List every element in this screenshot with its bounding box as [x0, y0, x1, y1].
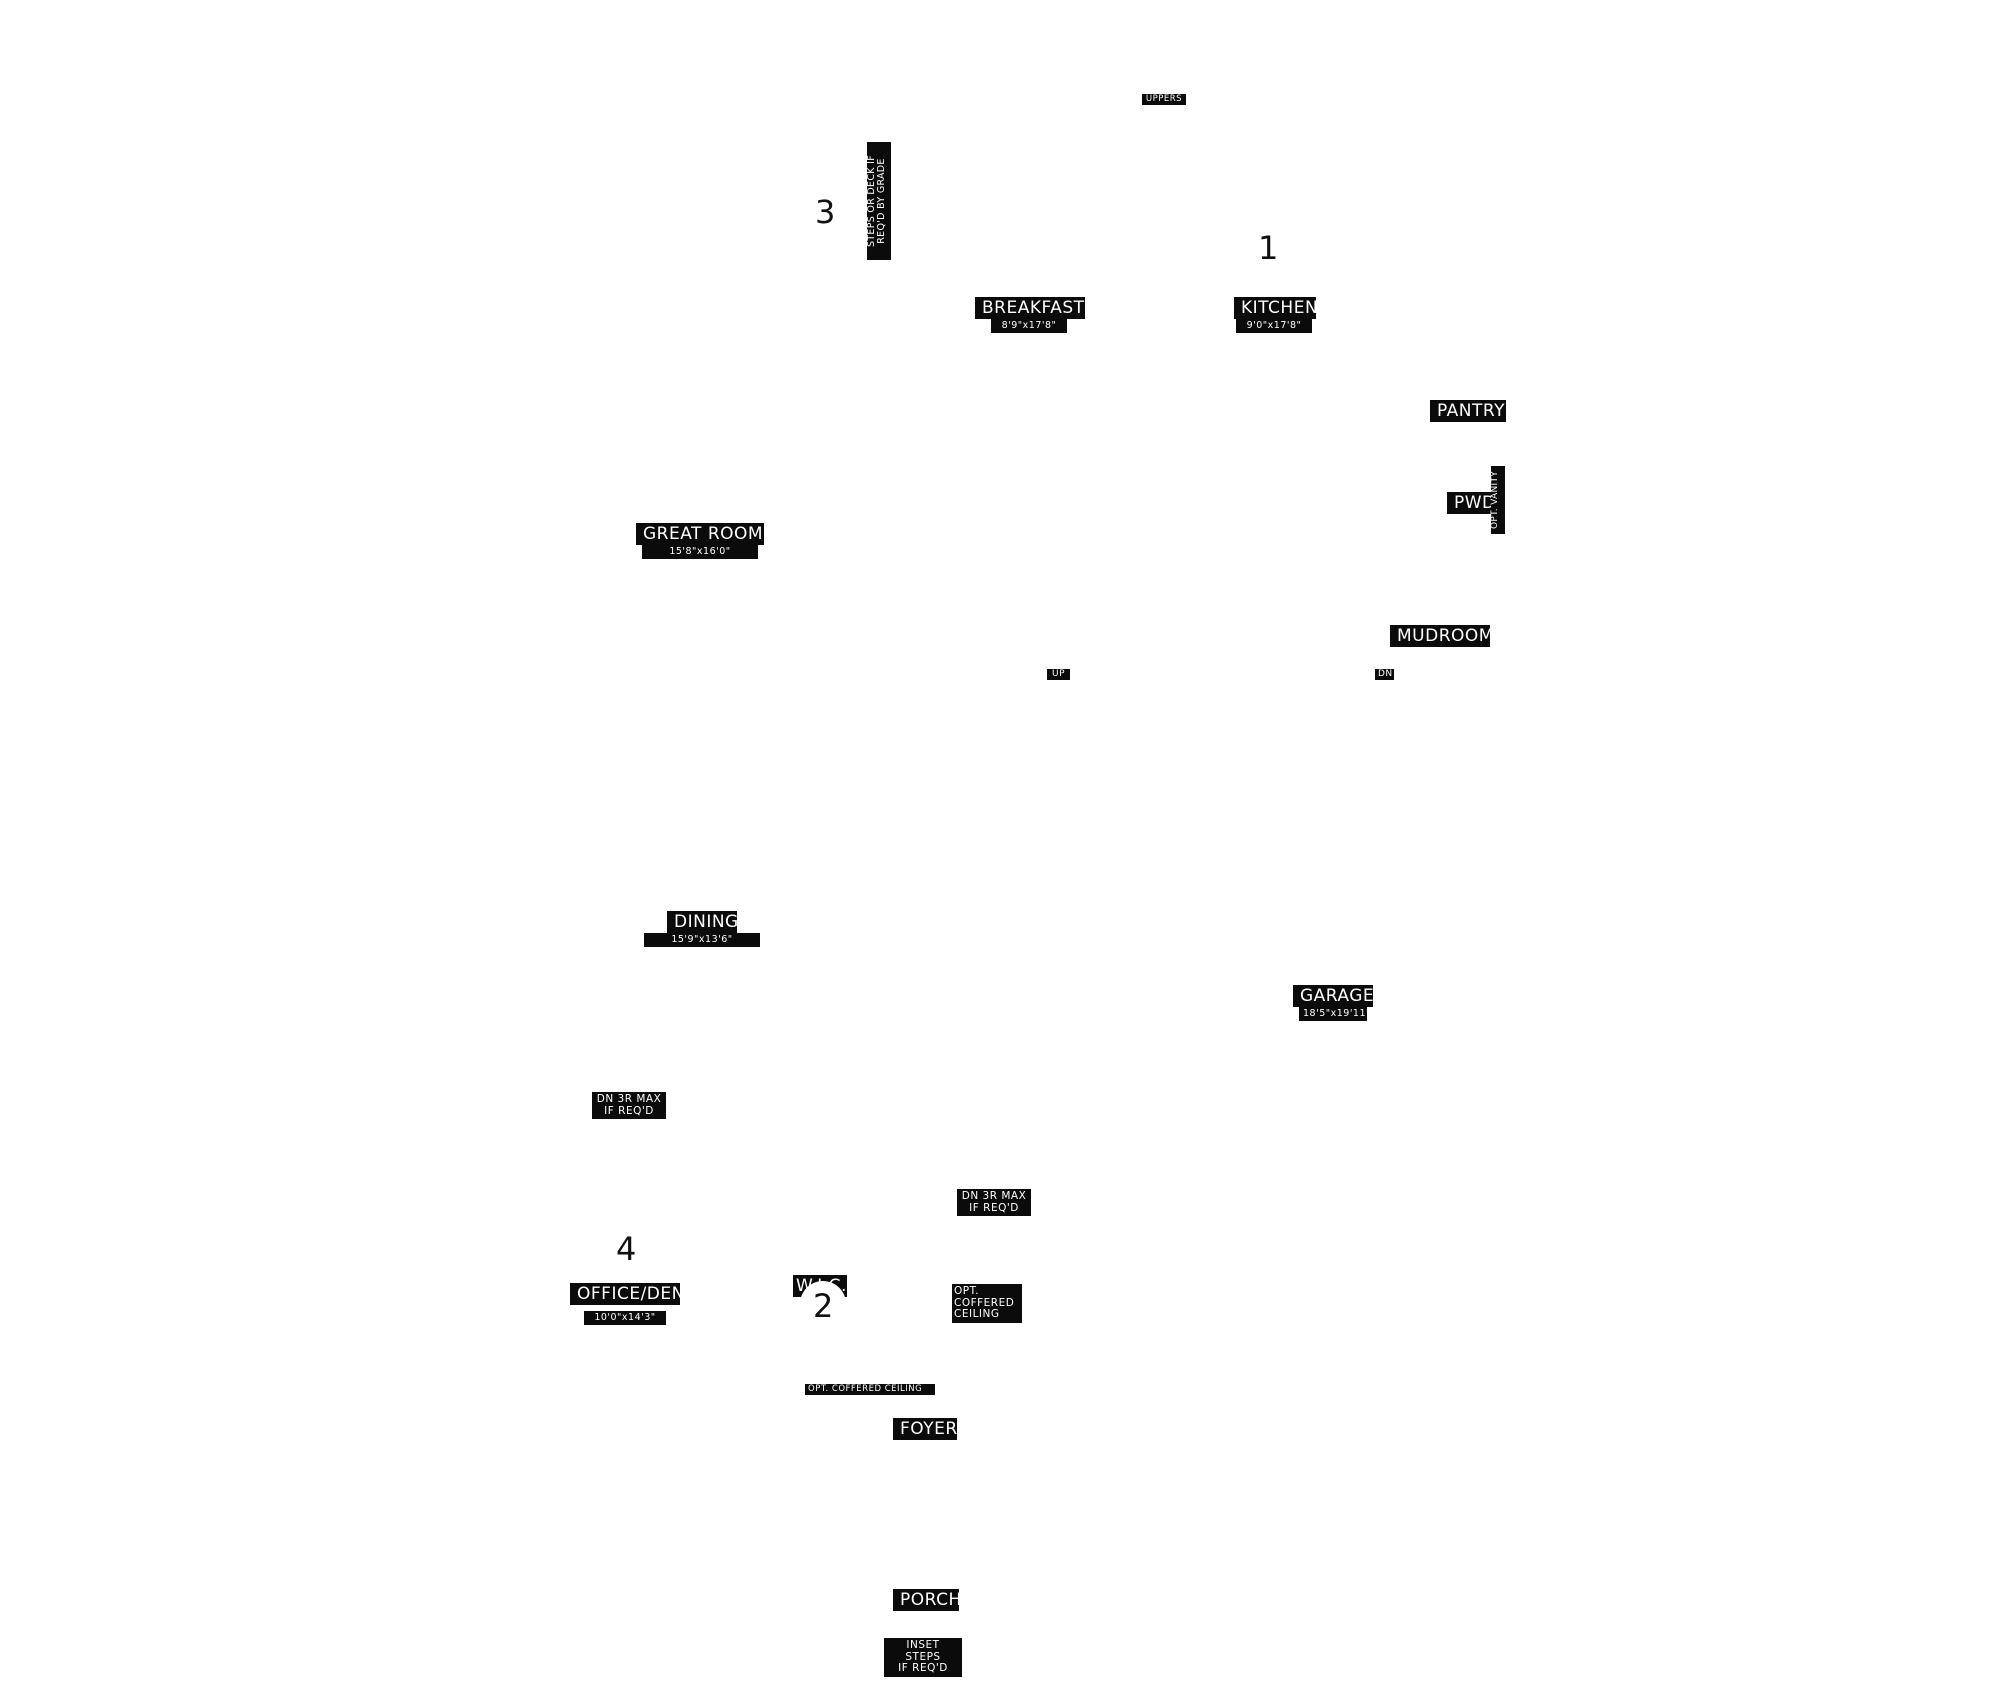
pantry-label: PANTRY — [1430, 400, 1506, 422]
great-room-dimensions: 15'8"x16'0" — [642, 545, 758, 559]
coffered-ceiling-note-line: OPT. COFFERED CEILING — [805, 1384, 935, 1395]
inset-steps-note: INSET STEPS IF REQ'D — [884, 1638, 962, 1677]
foyer-label: FOYER — [893, 1418, 957, 1440]
marker-1: 1 — [1258, 229, 1279, 267]
stair-down-label: DN — [1375, 669, 1394, 680]
marker-4: 4 — [616, 1230, 637, 1268]
down-steps-note-left: DN 3R MAX IF REQ'D — [592, 1092, 666, 1120]
kitchen-dimensions: 9'0"x17'8" — [1236, 319, 1312, 333]
office-den-dimensions: 10'0"x14'3" — [584, 1311, 666, 1325]
mudroom-label: MUDROOM — [1390, 625, 1493, 647]
stair-up-label: UP — [1047, 669, 1070, 680]
great-room-label: GREAT ROOM — [636, 523, 764, 545]
coffered-ceiling-note-box: OPT. COFFERED CEILING — [952, 1284, 1022, 1323]
porch-label: PORCH — [893, 1589, 961, 1611]
marker-3: 3 — [815, 193, 836, 231]
uppers-label: UPPERS — [1142, 94, 1186, 105]
steps-deck-note: STEPS OR DECK IF REQ'D BY GRADE — [866, 142, 891, 260]
dining-label: DINING — [667, 911, 738, 933]
opt-vanity-note: OPT. VANITY — [1490, 466, 1505, 534]
garage-label: GARAGE — [1293, 985, 1374, 1007]
marker-2-circle — [800, 1281, 846, 1327]
office-den-label: OFFICE/DEN — [570, 1283, 684, 1305]
breakfast-dimensions: 8'9"x17'8" — [991, 319, 1067, 333]
kitchen-label: KITCHEN — [1234, 297, 1318, 319]
powder-room-label: PWD. — [1447, 492, 1501, 514]
garage-dimensions: 18'5"x19'11" — [1299, 1007, 1370, 1021]
down-steps-note-center: DN 3R MAX IF REQ'D — [957, 1189, 1031, 1217]
marker-2: 2 — [813, 1287, 834, 1325]
dining-dimensions: 15'9"x13'6" — [644, 933, 760, 947]
breakfast-label: BREAKFAST — [975, 297, 1085, 319]
